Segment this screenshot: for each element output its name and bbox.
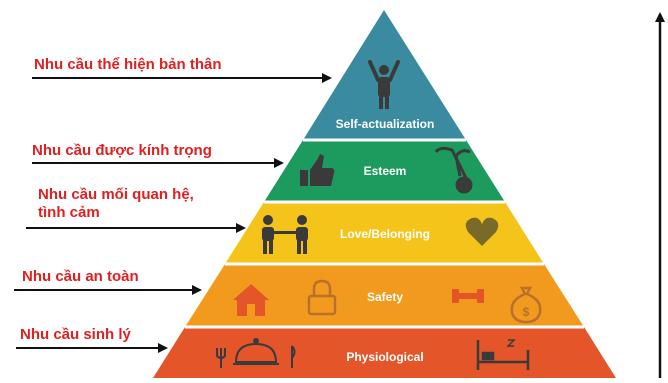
level-name-esteem: Esteem (364, 164, 407, 178)
label-safety: Nhu cầu an toàn (22, 268, 139, 286)
cutlery-cloche-icon (216, 338, 296, 368)
label-esteem: Nhu cầu được kính trọng (32, 142, 212, 160)
level-physiological (153, 327, 616, 378)
person-raised-arms-icon (368, 60, 400, 109)
money-bag-icon: $ (510, 286, 542, 324)
label-line: tình cảm (38, 204, 100, 221)
level-name-self-actualization: Self-actualization (336, 117, 435, 131)
label-line: Nhu cầu an toàn (22, 268, 139, 285)
level-safety (185, 264, 584, 327)
dumbbell-icon (452, 289, 484, 303)
bed-icon (476, 339, 530, 370)
medal-icon (434, 146, 473, 194)
label-line: Nhu cầu thể hiện bản thân (34, 56, 222, 73)
level-name-safety: Safety (367, 290, 403, 304)
level-self-actualization (303, 10, 466, 140)
label-love-belonging: Nhu cầu mối quan hệ, tình cảm (38, 186, 194, 222)
heart-icon (465, 217, 499, 246)
level-name-love-belonging: Love/Belonging (340, 227, 430, 241)
house-icon (233, 284, 269, 316)
svg-text:$: $ (523, 305, 530, 319)
label-line: Nhu cầu mối quan hệ, (38, 186, 194, 203)
label-line: Nhu cầu sinh lý (20, 326, 131, 343)
label-line: Nhu cầu được kính trọng (32, 142, 212, 159)
label-physiological: Nhu cầu sinh lý (20, 326, 131, 344)
padlock-icon (307, 279, 337, 316)
label-self-actualization: Nhu cầu thể hiện bản thân (34, 56, 222, 74)
level-esteem (264, 140, 505, 202)
thumbs-up-icon (300, 154, 335, 186)
level-name-physiological: Physiological (346, 350, 423, 364)
two-people-icon (262, 215, 308, 254)
